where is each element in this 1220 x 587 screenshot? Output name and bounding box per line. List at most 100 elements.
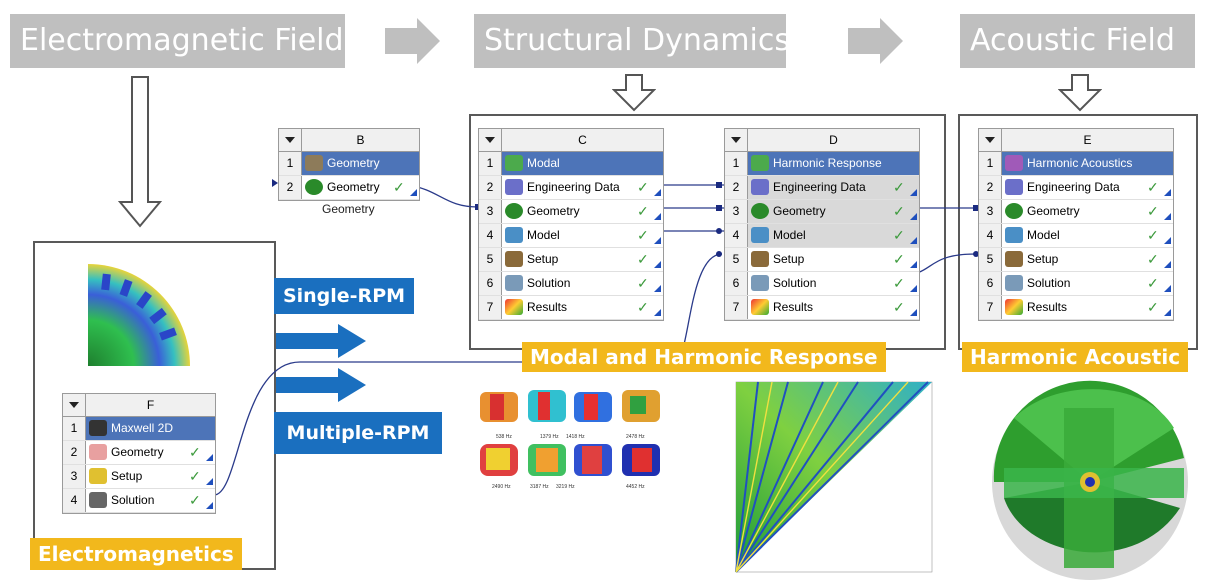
header-acoustic-field: Acoustic Field xyxy=(960,14,1195,68)
row-number: 4 xyxy=(979,224,1002,247)
mode-frequency-label: 2478 Hz xyxy=(626,434,645,440)
status-corner-icon xyxy=(907,224,919,247)
tag-harmonic-acoustic: Harmonic Acoustic xyxy=(962,342,1189,372)
geometry-box-icon xyxy=(305,155,323,171)
system-menu-icon[interactable] xyxy=(479,129,502,151)
harmonic-acoustics-icon xyxy=(1005,155,1023,171)
status-corner-icon xyxy=(651,200,663,223)
row-label: Geometry xyxy=(111,445,164,459)
check-icon: ✓ xyxy=(637,299,649,315)
system-title-row[interactable]: 1 Harmonic Response xyxy=(725,152,919,176)
row-label: Results xyxy=(773,300,814,314)
mode-shapes-image: 538 Hz 1379 Hz 1418 Hz 2478 Hz 2490 Hz 3… xyxy=(476,382,676,492)
row-label: Setup xyxy=(1027,252,1059,266)
spacer xyxy=(203,441,215,464)
system-menu-icon[interactable] xyxy=(979,129,1002,151)
setup-icon xyxy=(1005,251,1023,267)
row-label: Harmonic Response xyxy=(773,156,882,170)
row-label: Engineering Data xyxy=(527,180,620,194)
solution-icon xyxy=(1005,275,1023,291)
cell-geometry[interactable]: 2 Geometry ✓ xyxy=(279,176,419,200)
status-corner-icon xyxy=(1161,200,1173,223)
mode-frequency-label: 3187 Hz xyxy=(530,484,549,490)
flow-arrow-icon xyxy=(385,18,440,64)
geometry-icon xyxy=(89,444,107,460)
check-icon: ✓ xyxy=(1147,251,1159,267)
engineering-data-icon xyxy=(751,179,769,195)
engineering-data-icon xyxy=(505,179,523,195)
cell-geometry[interactable]: 2 Geometry ✓ xyxy=(63,441,215,465)
row-label: Geometry xyxy=(327,180,380,194)
flow-arrow-icon xyxy=(848,18,903,64)
right-arrow-icon xyxy=(276,368,366,402)
check-icon: ✓ xyxy=(893,251,905,267)
row-number: 2 xyxy=(63,441,86,464)
multiple-rpm-button[interactable]: Multiple-RPM xyxy=(274,412,442,454)
check-icon: ✓ xyxy=(1147,275,1159,291)
row-label: Geometry xyxy=(327,156,380,170)
spacer xyxy=(203,489,215,512)
check-icon: ✓ xyxy=(637,203,649,219)
status-corner-icon xyxy=(907,200,919,223)
row-number: 1 xyxy=(479,152,502,175)
mode-frequency-label: 1379 Hz xyxy=(540,434,559,440)
row-number: 1 xyxy=(725,152,748,175)
right-arrow-icon xyxy=(276,324,366,358)
row-number: 7 xyxy=(979,296,1002,319)
header-structural-dynamics: Structural Dynamics xyxy=(474,14,790,68)
system-letter: C xyxy=(578,133,587,147)
row-label: Solution xyxy=(527,276,571,290)
check-icon: ✓ xyxy=(893,179,905,195)
acoustic-sphere-image xyxy=(992,380,1188,580)
row-number: 3 xyxy=(479,200,502,223)
check-icon: ✓ xyxy=(637,227,649,243)
row-label: Model xyxy=(773,228,806,242)
check-icon: ✓ xyxy=(189,444,201,460)
model-icon xyxy=(751,227,769,243)
row-number: 6 xyxy=(979,272,1002,295)
check-icon: ✓ xyxy=(189,492,201,508)
system-b-caption: Geometry xyxy=(322,202,375,216)
system-menu-icon[interactable] xyxy=(279,129,302,151)
system-b-geometry[interactable]: B 1 Geometry 2 Geometry ✓ xyxy=(278,128,420,201)
system-title-row[interactable]: 1 Geometry xyxy=(279,152,419,176)
single-rpm-button[interactable]: Single-RPM xyxy=(274,278,414,314)
status-corner-icon xyxy=(651,224,663,247)
system-menu-icon[interactable] xyxy=(63,394,86,416)
status-corner-icon xyxy=(907,296,919,319)
system-menu-icon[interactable] xyxy=(725,129,748,151)
row-number: 7 xyxy=(725,296,748,319)
status-corner-icon xyxy=(651,176,663,199)
down-arrow-icon xyxy=(612,74,656,112)
modal-icon xyxy=(505,155,523,171)
header-electromagnetic-field: Electromagnetic Field xyxy=(10,14,345,68)
model-icon xyxy=(505,227,523,243)
